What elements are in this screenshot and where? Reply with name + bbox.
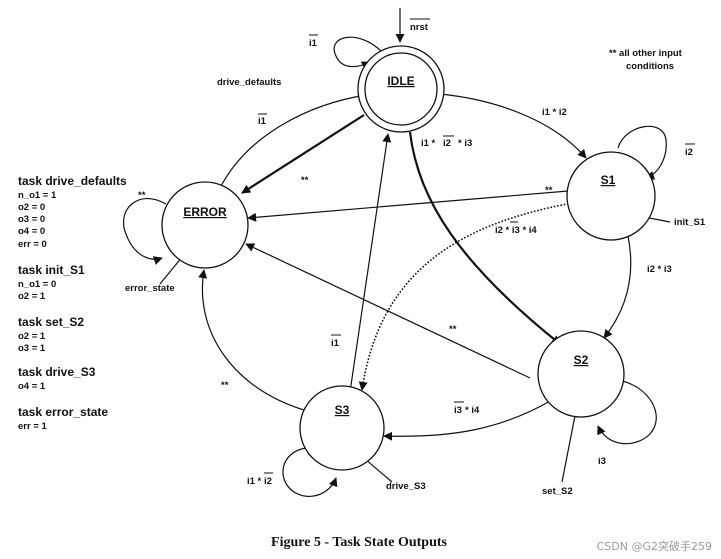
idle-to-s2-label-a: i1 *	[421, 138, 436, 149]
state-s2-label: S2	[574, 353, 589, 367]
s3-self-label-a: i1 *	[247, 476, 262, 487]
idle-error-star: **	[301, 175, 309, 186]
s3-error-star: **	[221, 380, 229, 391]
s2-to-s3-edge	[383, 399, 553, 441]
s2-self-loop	[597, 379, 657, 445]
drive-defaults-label: drive_defaults	[217, 77, 281, 88]
state-error-label: ERROR	[183, 205, 227, 219]
task-line: o4 = 0	[18, 226, 45, 237]
task-line: n_o1 = 0	[18, 279, 56, 290]
s2-error-star: **	[449, 324, 457, 335]
state-idle: IDLE	[357, 45, 445, 133]
task-list: task drive_defaults n_o1 = 1 o2 = 0 o3 =…	[18, 174, 127, 432]
s2-to-s3-label-b: * i4	[465, 405, 480, 416]
s1-to-s2-edge	[603, 235, 632, 339]
task-line: err = 1	[18, 421, 48, 432]
state-s1-label: S1	[601, 173, 616, 187]
s3-to-idle-edge	[349, 133, 392, 393]
s1-to-s3-label: i2 * i3 * i4	[495, 225, 537, 236]
s1-to-s3-edge	[358, 202, 573, 391]
task-title: task drive_defaults	[18, 174, 127, 188]
state-s2: S2	[537, 330, 625, 418]
s1-self-loop	[617, 125, 667, 180]
init-s1-label: init_S1	[674, 217, 706, 228]
error-state-label: error_state	[125, 283, 175, 294]
s3-to-error-edge	[198, 269, 305, 411]
task-line: o3 = 0	[18, 214, 45, 225]
idle-to-s1-edge	[439, 93, 587, 159]
idle-to-error-edge	[241, 114, 365, 194]
task-title: task error_state	[18, 405, 108, 419]
idle-to-s2-label-c: * i3	[458, 138, 472, 149]
s1-error-star: **	[545, 185, 553, 196]
figure-caption: Figure 5 - Task State Outputs	[271, 535, 447, 550]
task-line: o2 = 0	[18, 202, 45, 213]
idle-to-s1-label: i1 * i2	[542, 107, 567, 118]
s1-to-error-edge	[247, 190, 569, 222]
idle-to-s2-edge	[408, 131, 561, 345]
state-s3: S3	[299, 385, 385, 471]
drive-s3-label: drive_S3	[386, 481, 426, 492]
task-line: err = 0	[18, 239, 47, 250]
set-s2-label: set_S2	[542, 486, 573, 497]
idle-to-s2-label-b: i2	[443, 138, 451, 149]
task-line: o4 = 1	[18, 381, 46, 392]
error-to-idle-label: i1	[258, 116, 267, 127]
idle-self-loop	[333, 36, 383, 70]
task-line: o2 = 1	[18, 331, 46, 342]
task-title: task init_S1	[18, 263, 85, 277]
s3-self-label-b: i2	[264, 476, 272, 487]
state-idle-label: IDLE	[387, 74, 414, 88]
error-to-idle-edge	[219, 91, 367, 189]
watermark: CSDN @G2突破手259	[597, 539, 712, 553]
task-line: n_o1 = 1	[18, 190, 57, 201]
s3-to-idle-label: i1	[331, 338, 340, 349]
s2-self-label: i3	[598, 456, 606, 467]
task-title: task drive_S3	[18, 365, 96, 379]
note-line-1: ** all other input	[609, 48, 683, 59]
idle-self-label: i1	[309, 38, 318, 49]
note-line-2: conditions	[626, 61, 674, 72]
error-self-loop	[123, 198, 167, 265]
task-line: o3 = 1	[18, 343, 46, 354]
s2-to-error-edge	[245, 243, 531, 379]
s1-to-s2-label: i2 * i3	[647, 264, 672, 275]
task-line: o2 = 1	[18, 291, 46, 302]
state-s3-label: S3	[335, 403, 350, 417]
s1-self-label: i2	[685, 147, 693, 158]
nrst-label: nrst	[410, 22, 429, 33]
s3-self-loop	[282, 447, 338, 497]
s2-to-s3-label-a: i3	[454, 405, 462, 416]
state-error: ERROR	[161, 181, 249, 269]
state-s1: S1	[566, 151, 656, 241]
task-title: task set_S2	[18, 315, 84, 329]
error-self-star: **	[138, 190, 146, 201]
